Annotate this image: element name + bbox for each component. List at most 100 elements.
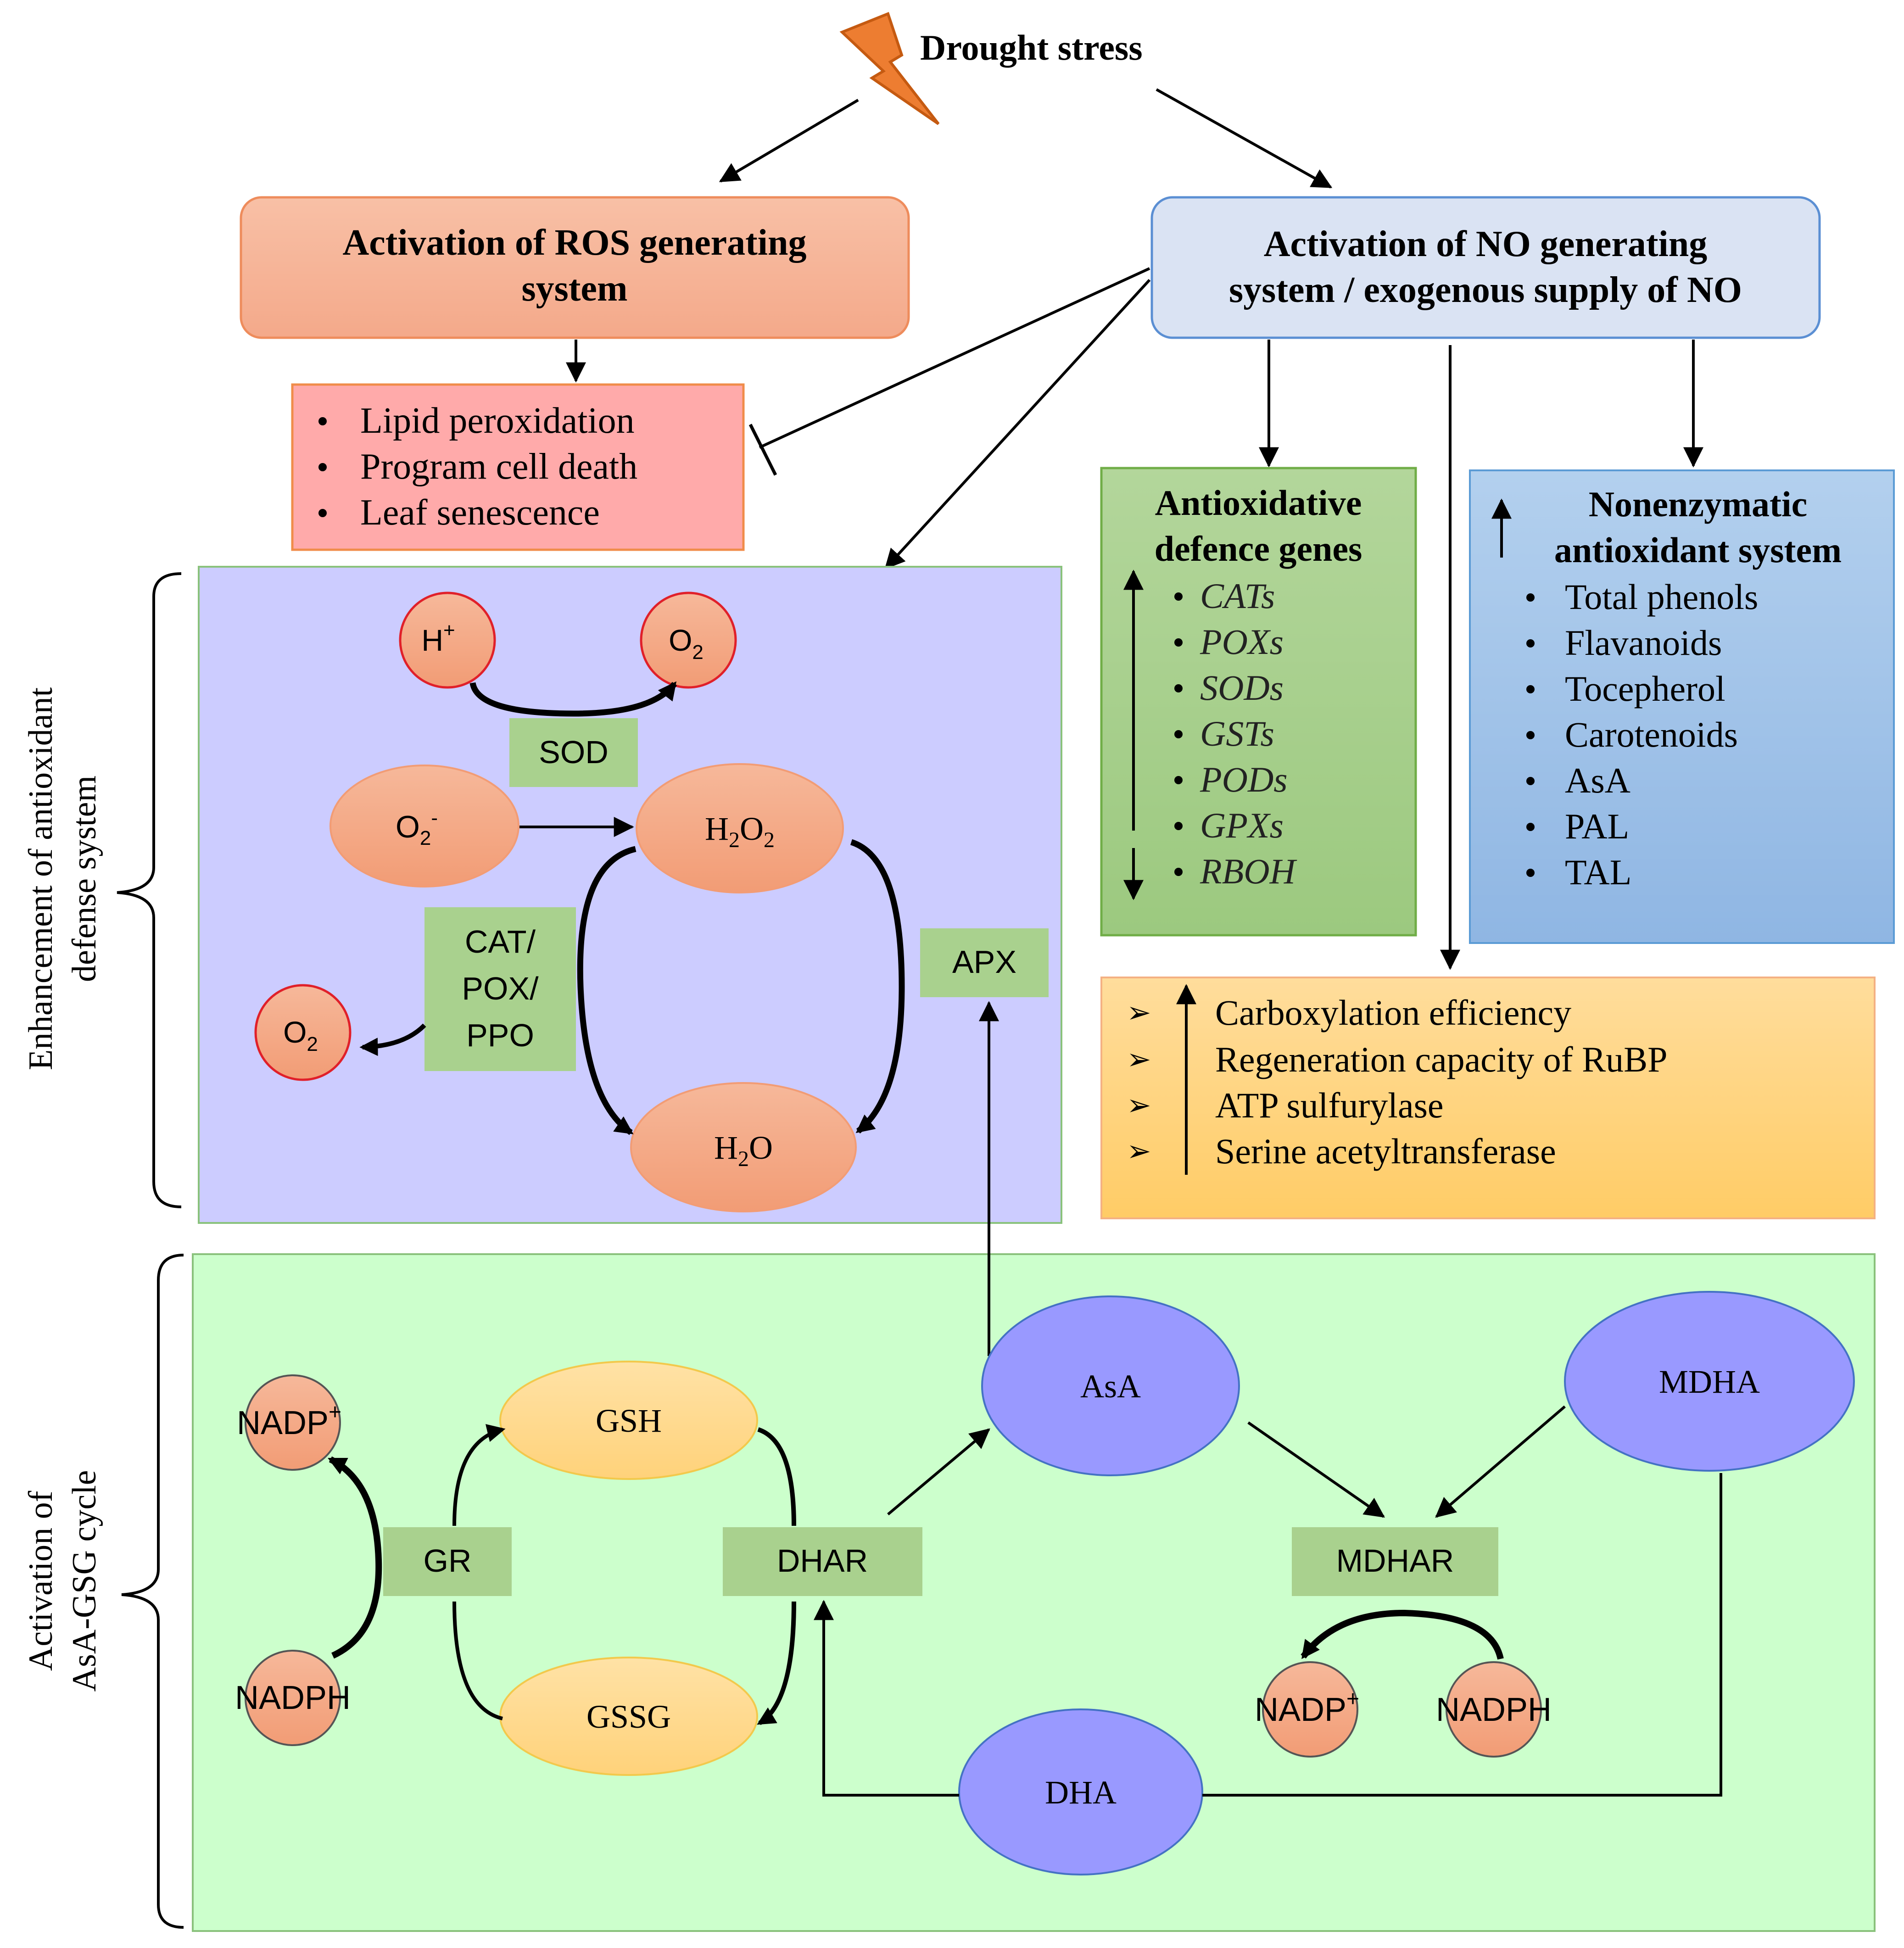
h2o2-h: H — [705, 810, 729, 847]
no-box-line1: Activation of NO generating — [1264, 224, 1708, 264]
arrow-dhar-to-asa — [887, 1428, 990, 1516]
sod-label: SOD — [509, 718, 638, 787]
gssg-node: GSSG — [499, 1657, 758, 1776]
h-plus-sup: + — [443, 619, 455, 642]
mdhar-text: MDHAR — [1336, 1543, 1454, 1579]
superoxide-text: O — [396, 809, 420, 844]
h2o2-sub2: 2 — [764, 828, 775, 852]
arrow-dha-to-dhar — [814, 1600, 959, 1797]
antioxidative-genes-box: Antioxidative defence genes CATs POXs SO… — [1100, 467, 1417, 937]
chevron-right-icon: ➢ — [1127, 1088, 1151, 1122]
photosynthesis-item: Carboxylation efficiency — [1215, 993, 1571, 1033]
sod-text: SOD — [539, 734, 609, 770]
lightning-icon — [839, 12, 940, 125]
h2o-sub: 2 — [738, 1147, 749, 1171]
nonenzymatic-item: Tocepherol — [1565, 669, 1725, 709]
bullet-icon — [318, 417, 327, 425]
svg-text:NADP+: NADP+ — [1255, 1687, 1359, 1728]
nonenzymatic-title-line2: antioxidant system — [1554, 530, 1842, 570]
nadph-right-node: NADPH — [1436, 1661, 1552, 1758]
chevron-right-icon: ➢ — [1127, 1134, 1151, 1167]
gene-item: RBOH — [1200, 851, 1297, 891]
nadp-left-sup: + — [329, 1400, 341, 1424]
asa-node: AsA — [981, 1295, 1240, 1476]
svg-text:O2-: O2- — [396, 807, 438, 849]
inhibition-bar — [748, 424, 777, 476]
arc-gsh-to-dhar — [757, 1427, 796, 1526]
defense-side-label-line1: Enhancement of antioxidant — [22, 687, 60, 1070]
arrow-h-to-o2 — [469, 681, 677, 717]
nonenzymatic-item: Total phenols — [1565, 577, 1758, 617]
superoxide-sup: - — [431, 807, 438, 829]
genes-title-line2: defence genes — [1155, 529, 1362, 569]
gene-item: PODs — [1200, 759, 1288, 799]
pox-text: POX/ — [462, 971, 539, 1006]
mdha-text: MDHA — [1659, 1363, 1760, 1400]
o2-left-text: O — [283, 1015, 307, 1049]
drought-stress-title: Drought stress — [920, 28, 1143, 67]
bullet-icon — [1174, 684, 1183, 692]
photosynthesis-item: Serine acetyltransferase — [1215, 1131, 1556, 1171]
h2o-o: O — [749, 1129, 773, 1166]
bullet-icon — [318, 463, 327, 471]
gene-item: CATs — [1200, 576, 1275, 616]
ppo-text: PPO — [466, 1017, 534, 1053]
o2-left-node: O2 — [254, 984, 352, 1081]
genes-title-line1: Antioxidative — [1155, 483, 1362, 523]
cat-pox-ppo-label: CAT/ POX/ PPO — [424, 907, 576, 1071]
nadph-left-text: NADPH — [235, 1680, 351, 1716]
gene-item: SODs — [1200, 668, 1284, 708]
nonenzymatic-box: Nonenzymatic antioxidant system Total ph… — [1469, 469, 1895, 944]
h2o-h: H — [714, 1129, 738, 1166]
gr-label: GR — [383, 1527, 512, 1596]
dhar-label: DHAR — [723, 1527, 922, 1596]
svg-text:O2: O2 — [283, 1015, 318, 1055]
bullet-icon — [1174, 822, 1183, 830]
superoxide-sub: 2 — [420, 827, 431, 849]
gr-text: GR — [424, 1543, 472, 1579]
bullet-icon — [1526, 823, 1535, 831]
h2o2-o: O — [740, 810, 764, 847]
arrow-nadph-to-nadp-right — [1301, 1609, 1504, 1660]
nadp-right-sup: + — [1346, 1687, 1359, 1711]
bullet-icon — [1526, 869, 1535, 877]
o2-top-node: O2 — [640, 592, 737, 689]
bullet-icon — [1174, 592, 1183, 601]
arrow-to-o2-left — [359, 1023, 426, 1056]
nadph-right-text: NADPH — [1436, 1691, 1552, 1728]
nonenzymatic-list: Total phenols Flavanoids Tocepherol Caro… — [1526, 577, 1758, 892]
arrow-drought-to-ros — [719, 99, 859, 183]
photosynthesis-item: Regeneration capacity of RuBP — [1215, 1039, 1668, 1079]
gene-item: GSTs — [1200, 714, 1274, 754]
nonenzymatic-item: PAL — [1565, 806, 1629, 846]
h2o2-sub1: 2 — [729, 828, 740, 852]
nadph-left-node: NADPH — [235, 1650, 351, 1746]
bullet-icon — [1526, 639, 1535, 647]
damage-box: Lipid peroxidation Program cell death Le… — [291, 383, 745, 551]
damage-item: Program cell death — [360, 447, 637, 487]
defense-brace — [117, 572, 182, 1208]
o2-top-text: O — [669, 623, 692, 657]
inhibition-line-no-to-damage — [759, 267, 1150, 449]
mdhar-label: MDHAR — [1292, 1527, 1498, 1596]
ros-box-line2: system — [521, 268, 627, 309]
arrow-asa-to-mdhar — [1247, 1421, 1385, 1518]
bullet-icon — [1174, 638, 1183, 647]
nonenzymatic-title-line1: Nonenzymatic — [1589, 484, 1808, 524]
superoxide-node: O2- — [329, 765, 519, 887]
photosynthesis-list: ➢ Carboxylation efficiency ➢ Regeneratio… — [1127, 993, 1668, 1171]
apx-label: APX — [920, 928, 1049, 997]
h2o2-node: H2O2 — [636, 763, 844, 893]
mdha-node: MDHA — [1564, 1291, 1855, 1472]
damage-list: Lipid peroxidation Program cell death Le… — [318, 401, 637, 533]
nadp-left-text: NADP — [237, 1405, 329, 1441]
cycle-side-label: Activation of AsA-GSG cycle — [22, 1470, 103, 1692]
bullet-icon — [1526, 593, 1535, 602]
arrow-dhar-to-gssg — [757, 1601, 796, 1725]
gsh-text: GSH — [596, 1402, 662, 1439]
h-plus-text: H — [421, 623, 443, 657]
dhar-text: DHAR — [777, 1543, 868, 1579]
no-box-line2: system / exogenous supply of NO — [1229, 270, 1742, 310]
gssg-text: GSSG — [586, 1698, 671, 1735]
defense-side-label-line2: defense system — [66, 776, 103, 982]
